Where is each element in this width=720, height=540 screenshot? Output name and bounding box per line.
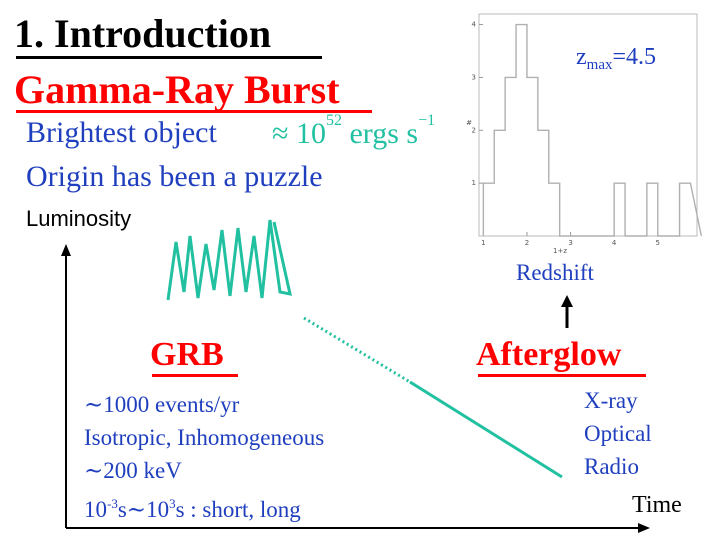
grb-facts: ∼1000 events/yr Isotropic, Inhomogeneous… [84,388,324,526]
histogram-y-tick-label: 4 [472,21,477,29]
histogram-x-tick-label: 3 [568,239,572,247]
duration-exp-1: -3 [107,496,118,511]
histogram-y-tick-label: 1 [472,179,476,187]
time-axis-arrow [638,523,650,533]
histogram-ticks: 1 2 3 4 5 1 2 3 4 1+z # [466,21,660,255]
title-underline [16,56,322,59]
band-radio: Radio [584,454,639,479]
duration-base-1: 10 [84,497,107,522]
slide-title: 1. Introduction [14,11,272,56]
energy-exponent: 52 [325,112,342,129]
zmax-sub: max [586,57,613,73]
duration-base-2: s∼10 [117,497,170,522]
grb-heading: GRB [150,336,224,373]
duration-exp-2: 3 [169,496,176,511]
band-optical: Optical [584,421,652,446]
origin-puzzle-text: Origin has been a puzzle [26,160,323,193]
afterglow-bands: X-ray Optical Radio [584,384,652,483]
afterglow-dotted-line [303,316,411,384]
grb-fact-rate: ∼1000 events/yr [84,392,240,417]
energy-unit: ergs s [341,117,419,150]
slide-subtitle: Gamma-Ray Burst [14,67,340,112]
grb-fact-duration: 10-3s∼103s : short, long [84,487,324,526]
band-xray: X-ray [584,388,638,413]
histogram-x-axis-label: 1+z [553,247,567,255]
grb-fact-isotropic: Isotropic, Inhomogeneous [84,425,325,450]
histogram-frame [478,13,698,237]
histogram-y-axis-label: # [466,119,472,127]
afterglow-decay-line [409,380,563,479]
energy-prefix: ≈ 10 [272,117,326,150]
grb-light-curve [166,219,292,301]
luminosity-label: Luminosity [26,206,132,231]
histogram-x-tick-label: 5 [656,239,660,247]
redshift-label: Redshift [516,260,594,285]
histogram-y-tick-label: 3 [472,73,476,81]
duration-text: s : short, long [175,497,301,522]
brightest-object-text: Brightest object [26,116,217,149]
afterglow-heading: Afterglow [476,336,622,373]
energy-formula: ≈ 1052 ergs s−1 [272,112,435,151]
histogram-x-tick-label: 4 [612,239,617,247]
energy-unit-exponent: −1 [418,112,436,129]
zmax-value: =4.5 [612,44,657,70]
histogram-y-tick-label: 2 [472,126,476,134]
luminosity-axis-arrow [61,244,71,256]
zmax-annotation: zmax=4.5 [576,44,656,74]
subtitle-underline [16,110,372,113]
grb-underline [152,374,238,377]
afterglow-underline [478,374,646,377]
time-label: Time [632,492,682,518]
histogram-x-tick-label: 1 [481,239,485,247]
redshift-arrow-head [561,295,573,307]
histogram-step-line [482,23,703,237]
histogram-x-tick-label: 2 [525,239,529,247]
zmax-z: z [576,44,587,70]
grb-fact-energy: ∼200 keV [84,458,182,483]
